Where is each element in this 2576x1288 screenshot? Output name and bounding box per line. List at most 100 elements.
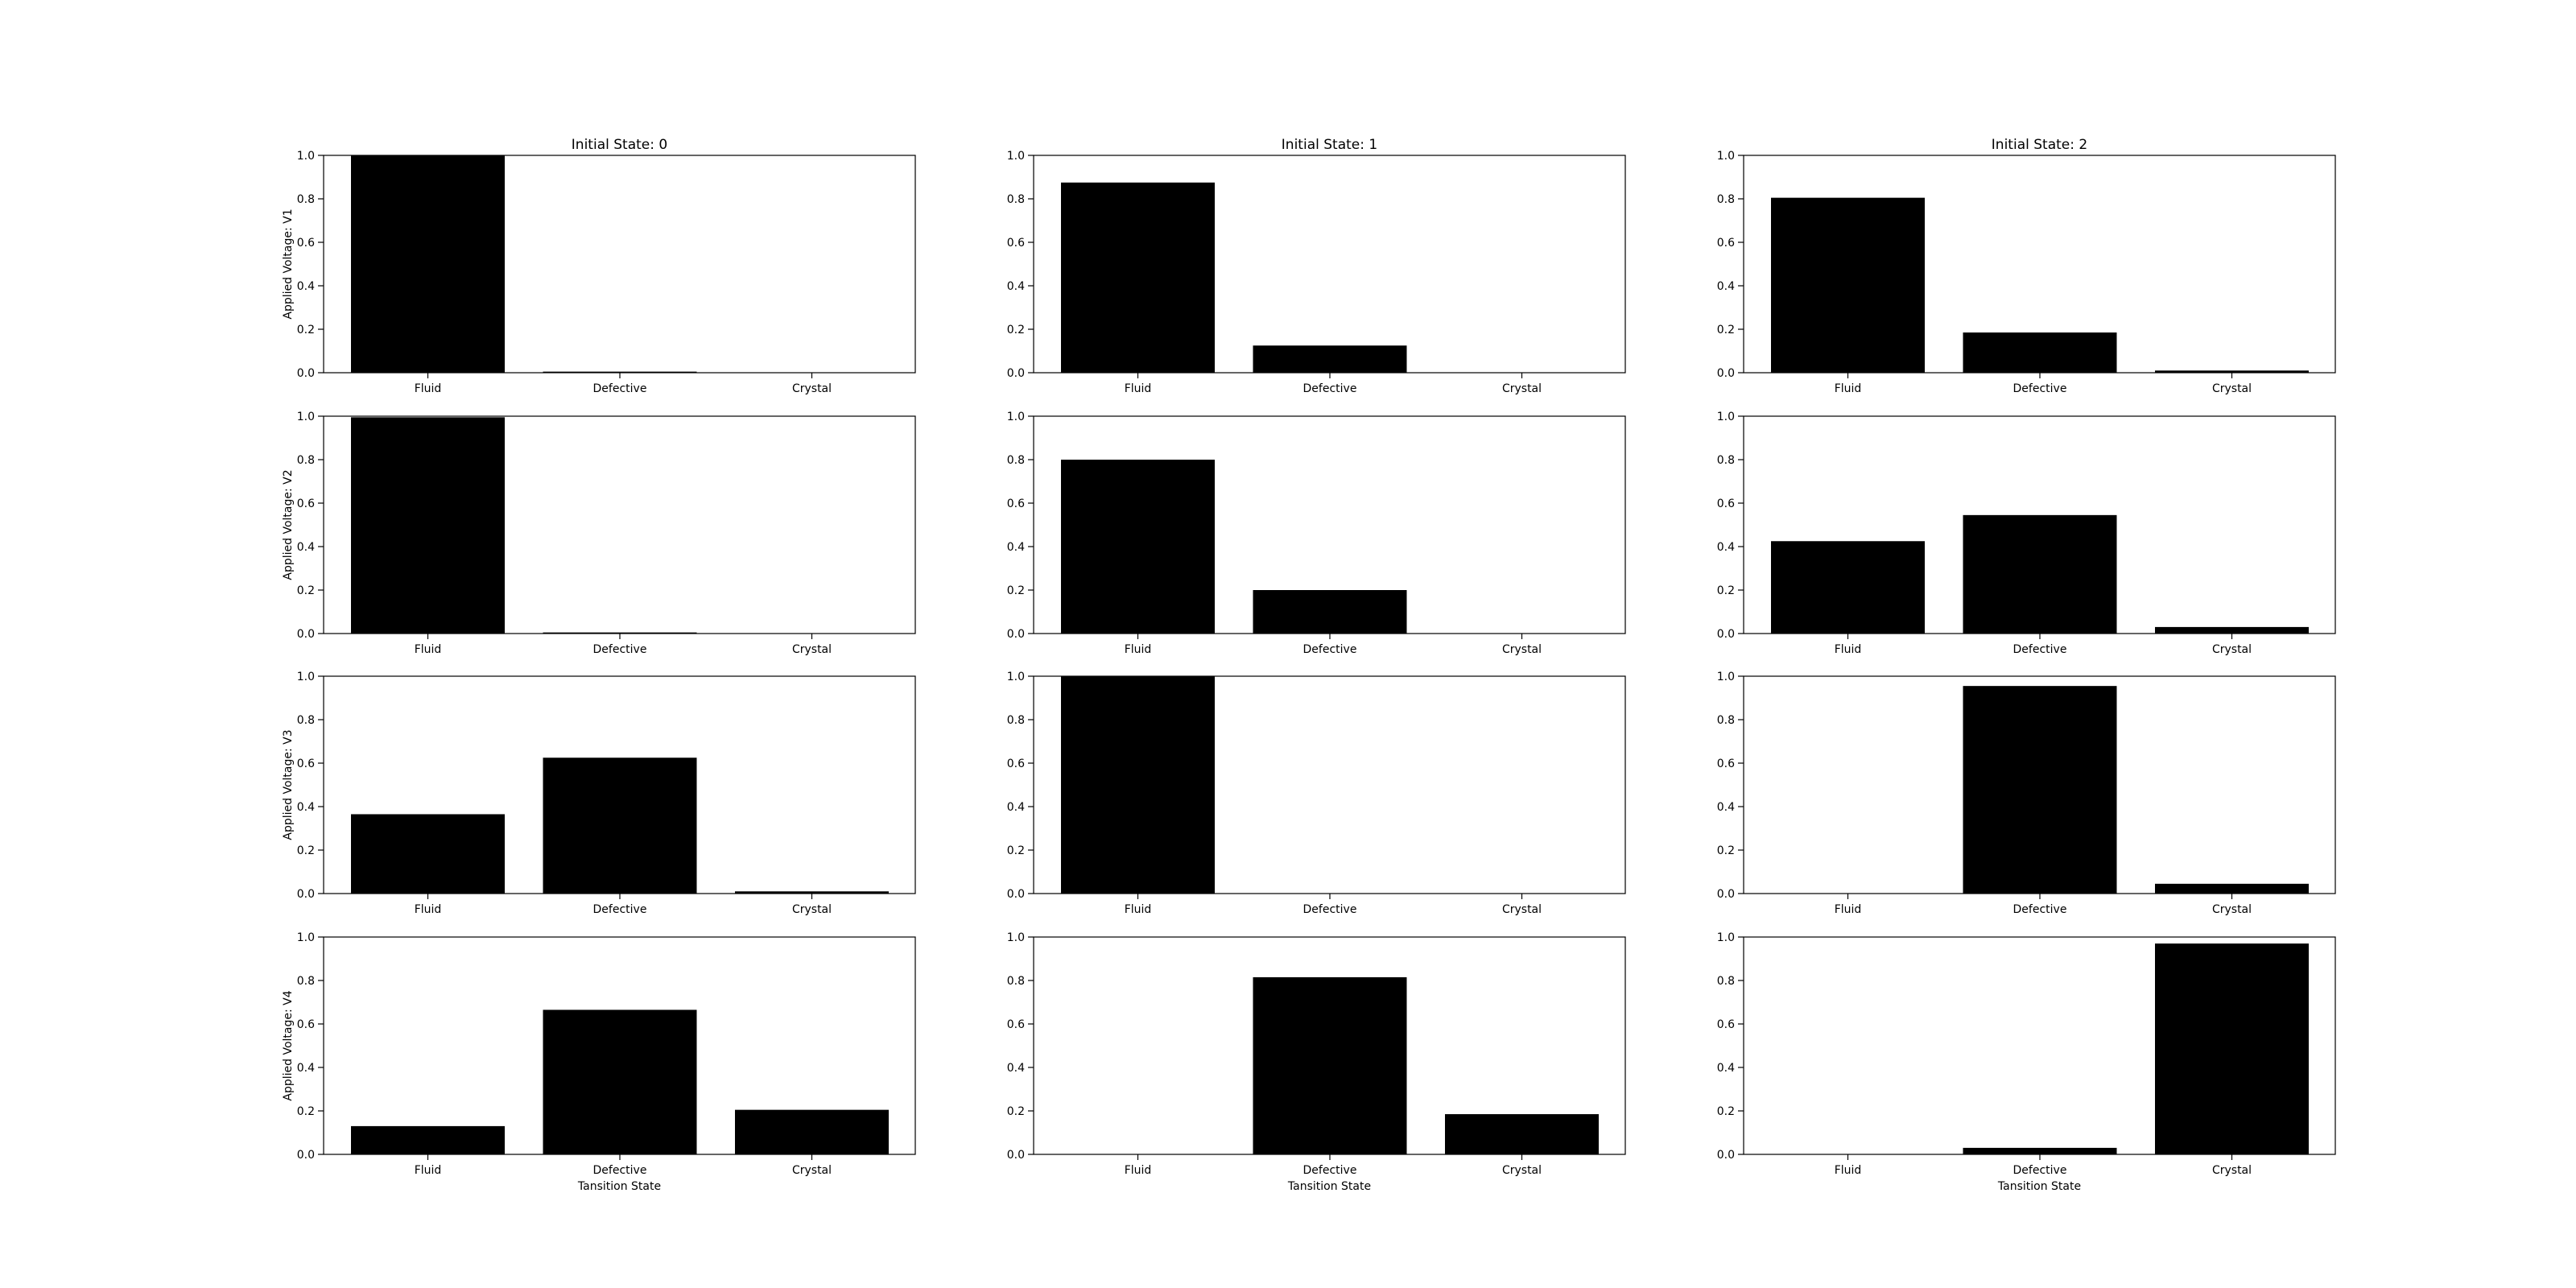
x-tick-label: Fluid [415,643,442,656]
y-tick-label: 0.0 [1717,888,1735,901]
y-tick-label: 0.6 [1717,1018,1735,1031]
y-tick-label: 1.0 [297,931,315,944]
x-tick-label: Defective [593,903,647,916]
y-tick-label: 0.0 [1717,367,1735,380]
y-tick-label: 0.6 [1717,497,1735,510]
y-tick-label: 0.6 [297,1018,315,1031]
x-tick-label: Fluid [415,382,442,395]
bar-fluid [1061,676,1215,894]
y-tick-label: 0.0 [1007,367,1025,380]
x-tick-label: Defective [593,382,647,395]
x-tick-label: Crystal [792,643,832,656]
y-tick-label: 0.2 [297,1105,315,1118]
bar-defective [543,632,697,634]
y-tick-label: 0.4 [1717,1062,1735,1075]
y-tick-label: 0.4 [1007,280,1025,293]
bar-fluid [351,814,505,894]
x-tick-label: Fluid [1835,382,1862,395]
row-label: Applied Voltage: V2 [282,469,295,580]
bar-defective [1963,686,2117,894]
bar-fluid [1771,197,1925,373]
y-tick-label: 0.8 [1717,454,1735,467]
y-tick-label: 0.4 [1007,801,1025,814]
bar-defective [1253,345,1407,373]
x-tick-label: Defective [1303,643,1357,656]
bar-crystal [2155,370,2309,373]
x-tick-label: Fluid [1125,903,1152,916]
x-tick-label: Defective [2013,1164,2067,1177]
y-tick-label: 1.0 [1007,931,1025,944]
x-tick-label: Defective [1303,903,1357,916]
bar-defective [1963,514,2117,634]
y-tick-label: 0.2 [1007,584,1025,597]
row-label: Applied Voltage: V4 [282,990,295,1100]
y-tick-label: 0.8 [1717,975,1735,988]
x-tick-label: Fluid [1125,382,1152,395]
y-tick-label: 1.0 [1007,411,1025,423]
y-tick-label: 0.2 [1007,844,1025,857]
x-tick-label: Defective [2013,382,2067,395]
y-tick-label: 0.2 [1717,584,1735,597]
y-tick-label: 0.2 [1007,1105,1025,1118]
x-tick-label: Crystal [2212,382,2252,395]
y-tick-label: 0.0 [297,367,315,380]
column-title: Initial State: 0 [572,137,667,153]
x-tick-label: Crystal [1502,903,1542,916]
x-tick-label: Defective [1303,1164,1357,1177]
x-axis-label: Tansition State [577,1180,661,1193]
x-tick-label: Crystal [1502,1164,1542,1177]
bar-defective [1963,1147,2117,1154]
y-tick-label: 0.0 [297,1149,315,1162]
y-tick-label: 0.8 [297,975,315,988]
y-tick-label: 1.0 [1007,671,1025,683]
bar-crystal [735,1109,889,1154]
x-tick-label: Crystal [1502,382,1542,395]
y-tick-label: 0.2 [1717,1105,1735,1118]
y-tick-label: 0.8 [297,193,315,206]
x-tick-label: Defective [1303,382,1357,395]
y-tick-label: 0.4 [297,280,315,293]
y-tick-label: 0.2 [297,584,315,597]
y-tick-label: 0.6 [1007,1018,1025,1031]
y-tick-label: 0.4 [297,1062,315,1075]
x-tick-label: Fluid [1125,643,1152,656]
y-tick-label: 0.4 [1717,801,1735,814]
bar-defective [1253,590,1407,634]
y-tick-label: 0.6 [1007,758,1025,770]
x-tick-label: Crystal [2212,903,2252,916]
bar-crystal [2155,626,2309,634]
x-tick-label: Crystal [2212,643,2252,656]
y-tick-label: 0.4 [1717,280,1735,293]
x-tick-label: Crystal [792,382,832,395]
x-tick-label: Fluid [415,1164,442,1177]
x-tick-label: Fluid [1125,1164,1152,1177]
bar-defective [543,758,697,894]
y-tick-label: 0.4 [1007,1062,1025,1075]
y-tick-label: 0.0 [297,628,315,641]
bar-crystal [1445,1114,1599,1154]
y-tick-label: 0.0 [1007,1149,1025,1162]
bar-fluid [1061,182,1215,373]
x-tick-label: Fluid [415,903,442,916]
row-label: Applied Voltage: V1 [282,208,295,319]
y-tick-label: 0.0 [1007,888,1025,901]
bar-crystal [2155,943,2309,1154]
y-tick-label: 0.8 [297,454,315,467]
y-tick-label: 0.6 [1717,758,1735,770]
x-tick-label: Crystal [792,1164,832,1177]
y-tick-label: 1.0 [1717,671,1735,683]
y-tick-label: 0.6 [1717,237,1735,250]
y-tick-label: 0.6 [1007,237,1025,250]
y-tick-label: 0.4 [297,801,315,814]
bar-fluid [351,417,505,634]
x-tick-label: Defective [2013,903,2067,916]
